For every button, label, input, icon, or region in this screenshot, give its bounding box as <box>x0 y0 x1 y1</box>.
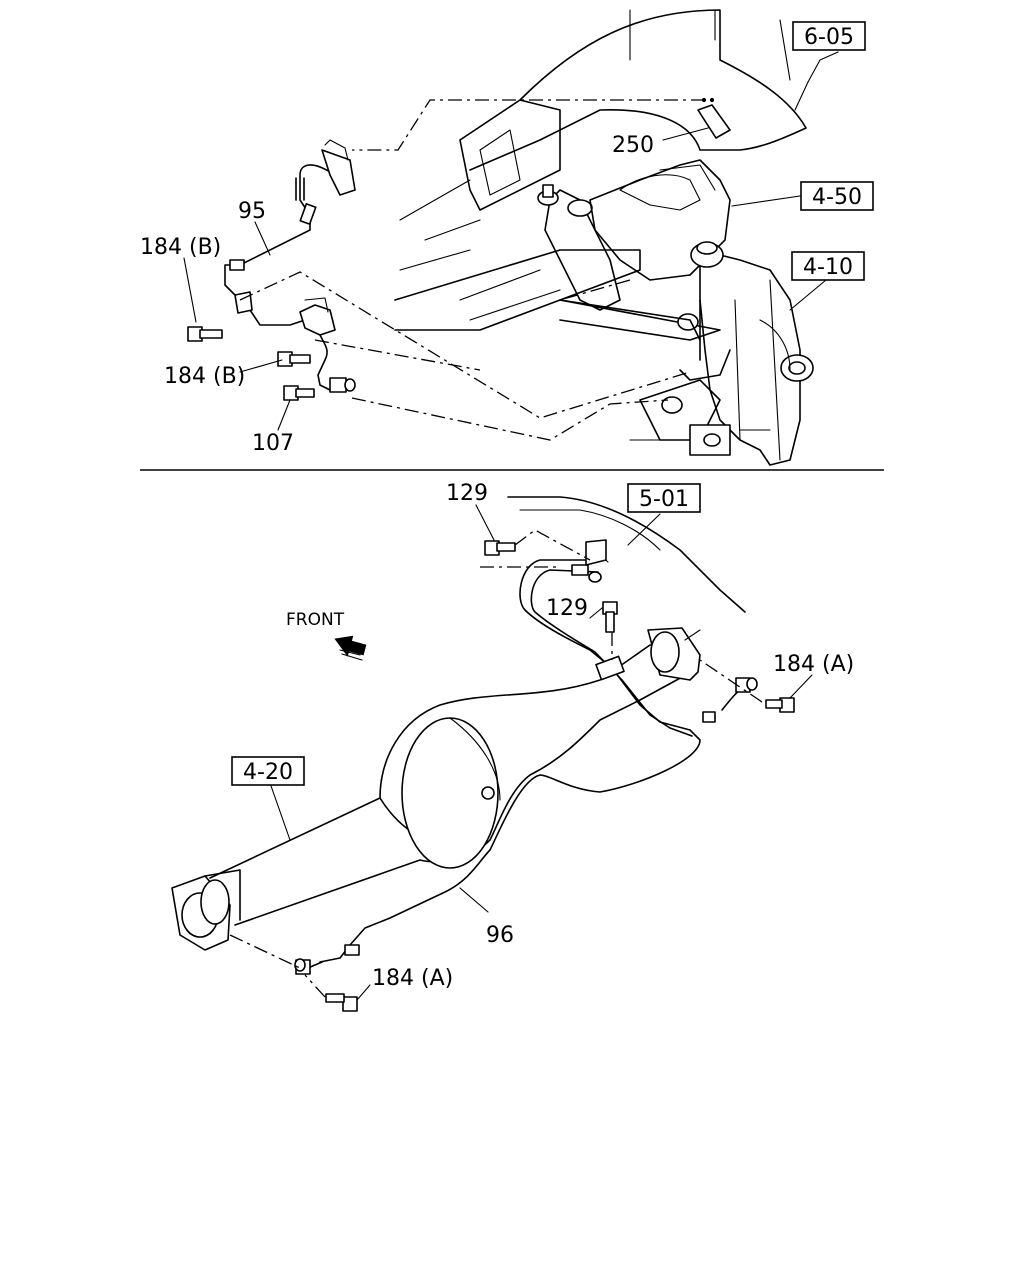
bolt-184a-lower <box>325 993 358 1012</box>
harness-96 <box>319 559 701 963</box>
part-184b-upper-label: 184 (B) <box>140 235 221 260</box>
bracket-rear <box>585 539 607 566</box>
upper-arm <box>589 159 731 281</box>
part-129-lower-label: 129 <box>546 596 588 621</box>
rear-axle-housing <box>209 644 696 926</box>
bolt-184a-right <box>765 697 795 713</box>
bolt-129-upper <box>484 540 516 556</box>
lower-assembly: FRONT 5-01 4-20 129 129 184 (A) 96 184 (… <box>171 481 854 1012</box>
part-96-label: 96 <box>486 923 514 948</box>
frame-rail <box>394 249 641 331</box>
ref-450-label: 4-50 <box>812 185 862 210</box>
part-107-label: 107 <box>252 431 294 456</box>
clamp-mid <box>595 655 625 681</box>
clip-250 <box>697 104 731 139</box>
part-184a-right-label: 184 (A) <box>773 652 854 677</box>
front-arrow-icon <box>334 635 367 657</box>
bolt-129-lower <box>602 601 618 633</box>
bracket-upper <box>299 304 336 336</box>
bolt-184b-lower <box>277 351 311 367</box>
bolt-107 <box>283 385 315 401</box>
ref-605-label: 6-05 <box>804 25 854 50</box>
front-label: FRONT <box>286 610 345 630</box>
ref-420-label: 4-20 <box>243 760 293 785</box>
lower-arm <box>639 379 721 441</box>
bolt-184b-upper <box>187 326 223 342</box>
part-250-label: 250 <box>612 133 654 158</box>
steering-knuckle <box>699 249 801 466</box>
part-129-upper-label: 129 <box>446 481 488 506</box>
fender-outline <box>469 9 807 171</box>
part-184b-lower-label: 184 (B) <box>164 364 245 389</box>
ref-501-label: 5-01 <box>639 487 689 512</box>
upper-assembly: 6-05 4-50 4-10 250 95 184 (B) 184 (B) 10… <box>140 9 874 466</box>
frame-rail-rear <box>507 496 746 613</box>
shock-absorber <box>544 189 621 311</box>
part-184a-lower-label: 184 (A) <box>372 966 453 991</box>
part-95-label: 95 <box>238 199 266 224</box>
ref-410-label: 4-10 <box>803 255 853 280</box>
